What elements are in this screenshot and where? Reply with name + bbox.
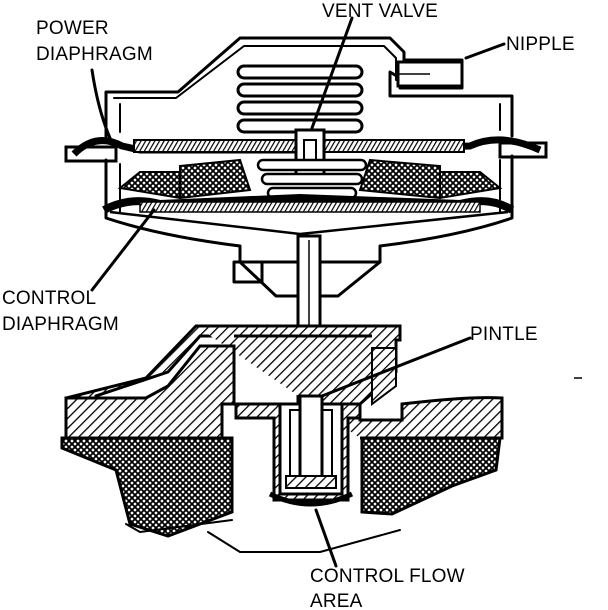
label-control-diaphragm-1: CONTROL [2,288,96,309]
leader-pintle [320,336,472,398]
base-flange [60,436,502,553]
label-control-flow-area-2: AREA [310,591,363,610]
pintle-assembly [234,394,362,507]
label-power-diaphragm-2: DIAPHRAGM [36,44,153,65]
upper-spring [236,64,364,134]
lower-spring [256,158,368,200]
label-control-flow-area-1: CONTROL FLOW [310,566,465,587]
valve-base [64,324,504,440]
label-nipple: NIPPLE [506,34,575,55]
lower-housing [104,154,514,298]
nipple [396,60,464,88]
leader-control-flow-area [314,508,338,568]
leader-lines [90,16,506,568]
leader-nipple [464,42,506,60]
label-control-diaphragm-2: DIAPHRAGM [2,314,119,335]
vent-valve [294,128,326,182]
diagram-labels: POWER DIAPHRAGM VENT VALVE NIPPLE CONTRO… [2,1,575,610]
label-power-diaphragm-1: POWER [36,18,109,39]
label-vent-valve: VENT VALVE [322,1,438,22]
label-pintle: PINTLE [470,324,538,345]
control-diaphragm [102,193,515,236]
leader-vent-valve [310,16,354,130]
leader-control-diaphragm [90,208,156,292]
leader-power-diaphragm [90,68,112,140]
